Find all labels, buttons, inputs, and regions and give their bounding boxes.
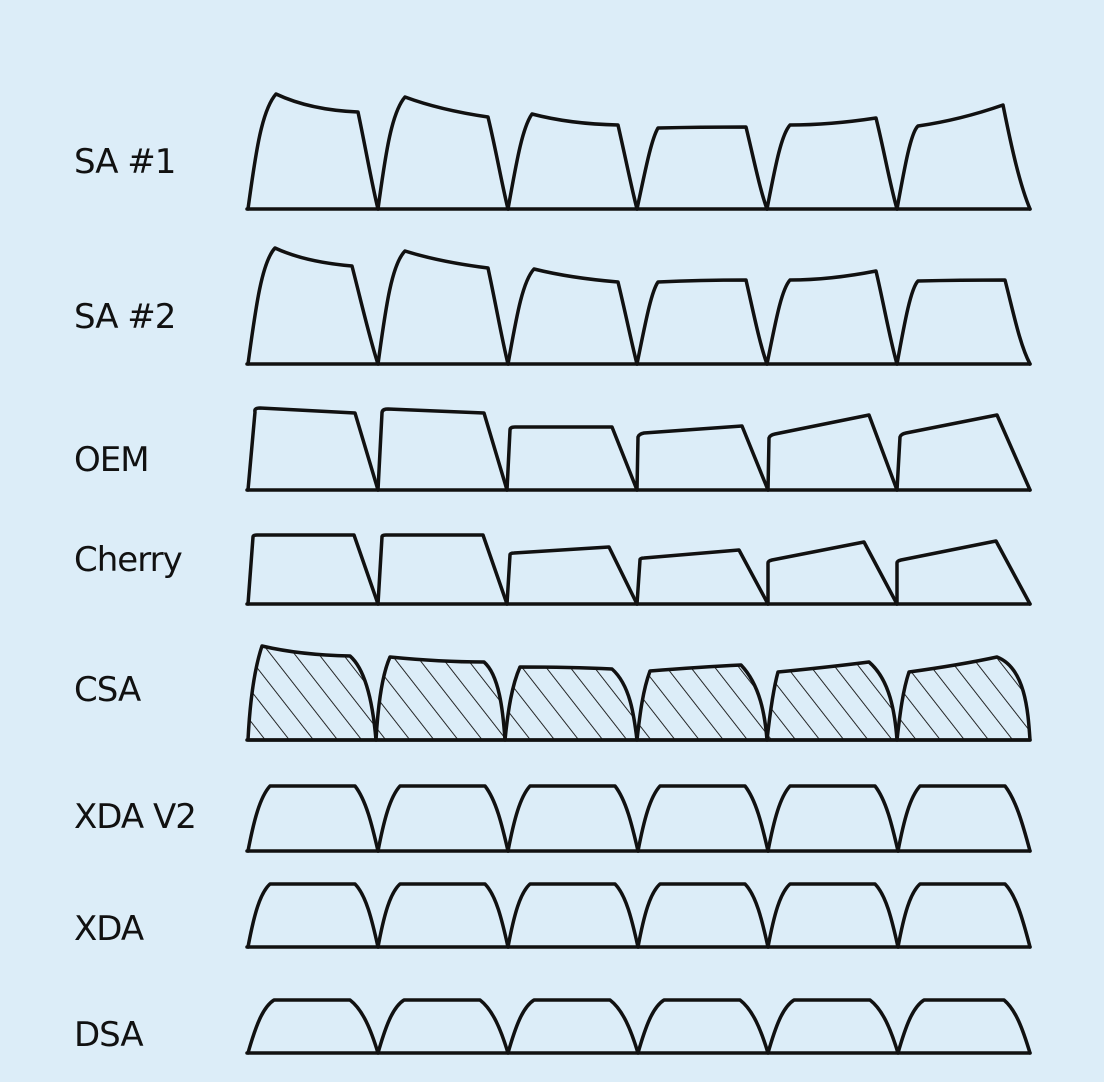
- keycap: [635, 548, 770, 606]
- profile-row-dsa: DSA: [74, 998, 1032, 1055]
- row-label: CSA: [74, 670, 141, 710]
- keycap: [376, 882, 510, 949]
- keycap: [895, 278, 1032, 366]
- keycap: [635, 125, 769, 211]
- keycap: [766, 540, 899, 606]
- keycap: [766, 998, 900, 1055]
- profile-row-sa2: SA #2: [74, 246, 1032, 366]
- keycap: [246, 998, 380, 1055]
- profile-row-sa1: SA #1: [74, 92, 1032, 211]
- keycap: [376, 998, 510, 1055]
- keycap: [246, 784, 380, 853]
- keycap: [765, 269, 899, 366]
- row-label: SA #2: [74, 297, 175, 337]
- keycap: [506, 998, 640, 1055]
- row-label: DSA: [74, 1015, 143, 1055]
- row-label: XDA: [74, 909, 144, 949]
- keycap: [766, 882, 900, 949]
- keycap: [635, 663, 769, 742]
- row-label: SA #1: [74, 142, 175, 182]
- keycap: [503, 665, 639, 742]
- keycap: [246, 644, 378, 742]
- keycap: [765, 660, 899, 742]
- keycap: [376, 249, 510, 366]
- keycap: [896, 784, 1032, 853]
- profile-row-xda: XDA: [74, 882, 1032, 949]
- keycap: [895, 655, 1032, 742]
- keycap: [896, 998, 1032, 1055]
- keycap: [246, 92, 380, 211]
- keycap: [374, 655, 507, 742]
- keycap: [636, 784, 770, 853]
- keycap: [506, 112, 639, 211]
- keycap: [635, 424, 770, 492]
- keycap: [506, 882, 640, 949]
- row-label: XDA V2: [74, 797, 196, 837]
- keycap: [636, 882, 770, 949]
- keycap: [765, 116, 899, 211]
- keycap: [895, 539, 1032, 606]
- profile-row-csa: CSA: [74, 644, 1032, 742]
- profile-row-xda-v2: XDA V2: [74, 784, 1032, 853]
- keycap: [895, 413, 1032, 492]
- keycap: [376, 533, 509, 606]
- keycap: [896, 882, 1032, 949]
- keycap: [376, 784, 510, 853]
- keycap: [505, 545, 639, 606]
- keycap: [636, 998, 770, 1055]
- profile-row-cherry: Cherry: [74, 533, 1032, 606]
- keycap: [246, 406, 380, 492]
- keycap: [895, 103, 1032, 211]
- row-label: OEM: [74, 440, 149, 480]
- keycap: [506, 267, 639, 366]
- keycap: [766, 413, 899, 492]
- keycap: [506, 784, 640, 853]
- row-label: Cherry: [74, 540, 183, 580]
- keycap: [505, 425, 639, 492]
- keycap: [376, 407, 509, 492]
- keycap: [766, 784, 900, 853]
- profile-row-oem: OEM: [74, 406, 1032, 492]
- keycap: [376, 95, 510, 211]
- keycap: [246, 533, 380, 606]
- keycap: [246, 246, 380, 366]
- keycap: [635, 278, 769, 366]
- keycap: [246, 882, 380, 949]
